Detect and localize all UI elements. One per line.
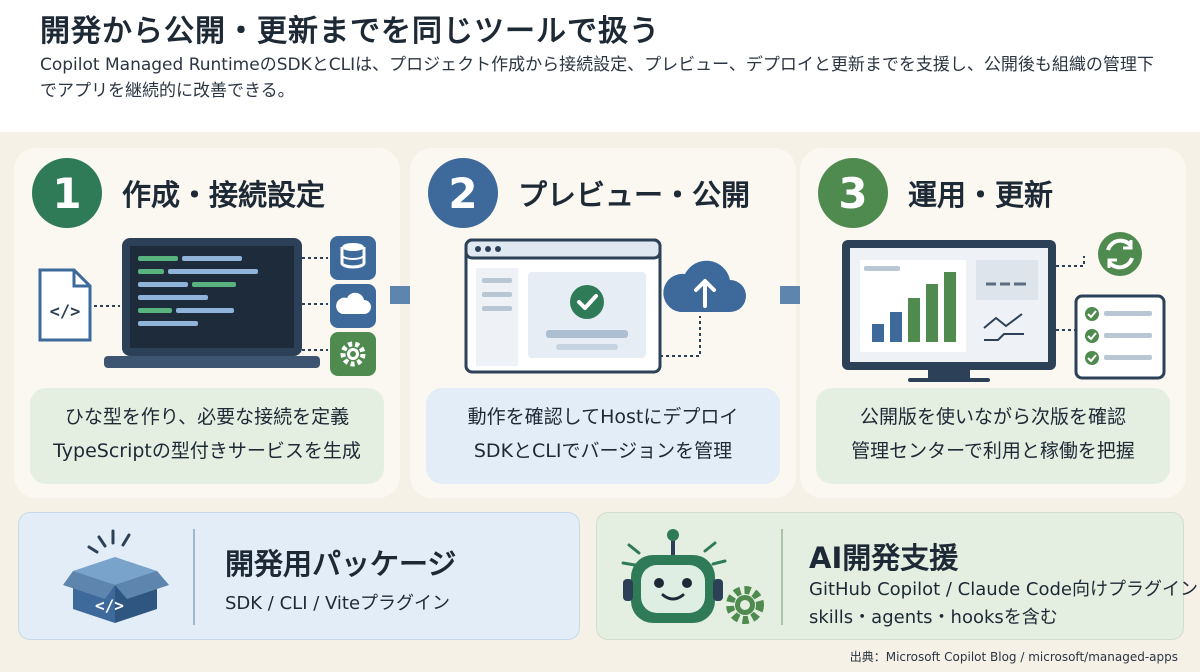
monitor-chart-icon xyxy=(842,240,1056,382)
step-1-line-1: ひな型を作り、必要な接続を定義 xyxy=(64,406,350,428)
refresh-icon xyxy=(1098,232,1142,276)
gear-icon xyxy=(330,332,376,376)
dev-package-body: SDK / CLI / Viteプラグイン xyxy=(225,593,451,614)
step-title-2: プレビュー・公開 xyxy=(518,178,751,212)
step-number-3: 3 xyxy=(818,158,888,228)
step-title-1: 作成・接続設定 xyxy=(122,178,326,212)
header: 開発から公開・更新までを同じツールで扱う Copilot Managed Run… xyxy=(0,0,1200,132)
open-box-icon: </> xyxy=(63,529,169,623)
checklist-icon xyxy=(1074,294,1166,380)
step-2-illustration xyxy=(410,232,796,382)
page-subtitle: Copilot Managed RuntimeのSDKとCLIは、プロジェクト作… xyxy=(40,55,1154,101)
dev-package-title: 開発用パッケージ xyxy=(225,547,457,581)
ai-support-line-2: skills・agents・hooksを含む xyxy=(809,607,1058,628)
source-credit: 出典：Microsoft Copilot Blog / microsoft/ma… xyxy=(849,650,1178,664)
gear-icon xyxy=(726,586,764,624)
dev-package-panel: </> 開発用パッケージ SDK / CLI / Viteプラグイン xyxy=(18,512,580,640)
cloud-icon xyxy=(330,284,376,328)
step-3-line-2: 管理センターで利用と稼働を把握 xyxy=(851,440,1135,462)
step-2-description: 動作を確認してHostにデプロイ SDKとCLIでバージョンを管理 xyxy=(426,388,780,484)
svg-text:</>: </> xyxy=(95,596,124,615)
step-title-3: 運用・更新 xyxy=(908,178,1054,212)
cloud-upload-icon xyxy=(663,260,746,312)
panel-divider xyxy=(781,529,783,625)
code-file-icon: </> xyxy=(38,268,92,342)
step-card-operate-update: 3 運用・更新 xyxy=(800,148,1186,498)
browser-window-icon xyxy=(464,238,662,374)
step-card-create-connect: 1 作成・接続設定 </> xyxy=(14,148,400,498)
step-number-2: 2 xyxy=(428,158,498,228)
step-number-1: 1 xyxy=(32,158,102,228)
step-1-description: ひな型を作り、必要な接続を定義 TypeScriptの型付きサービスを生成 xyxy=(30,388,384,484)
svg-text:</>: </> xyxy=(50,302,81,322)
step-3-description: 公開版を使いながら次版を確認 管理センターで利用と稼働を把握 xyxy=(816,388,1170,484)
step-card-preview-publish: 2 プレビュー・公開 xyxy=(410,148,796,498)
laptop-icon xyxy=(104,238,320,368)
ai-dev-support-panel: AI開発支援 GitHub Copilot / Claude Code向けプラグ… xyxy=(596,512,1198,640)
check-icon xyxy=(570,285,604,319)
ai-support-line-1: GitHub Copilot / Claude Code向けプラグイン xyxy=(809,579,1198,600)
step-3-line-1: 公開版を使いながら次版を確認 xyxy=(859,406,1126,428)
database-icon xyxy=(330,236,376,280)
step-1-illustration: </> xyxy=(14,232,400,382)
step-2-line-1: 動作を確認してHostにデプロイ xyxy=(467,406,739,428)
step-2-line-2: SDKとCLIでバージョンを管理 xyxy=(473,440,733,462)
step-3-illustration xyxy=(800,232,1186,382)
robot-icon xyxy=(621,529,764,624)
step-1-line-2: TypeScriptの型付きサービスを生成 xyxy=(53,440,361,462)
panel-divider xyxy=(193,529,195,625)
ai-support-title: AI開発支援 xyxy=(809,541,959,575)
page-title: 開発から公開・更新までを同じツールで扱う xyxy=(40,14,660,49)
